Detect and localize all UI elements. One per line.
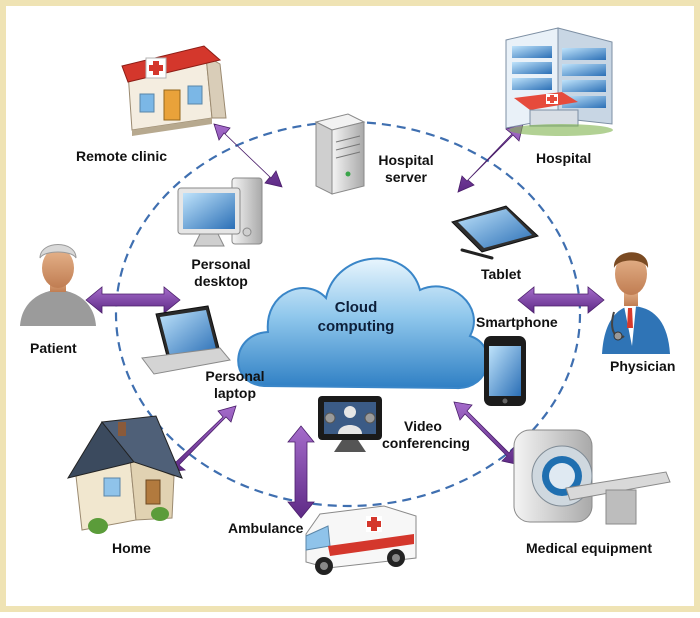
video-conferencing-icon (318, 396, 382, 452)
arrow-hospital (457, 123, 524, 193)
personal-desktop-line1: Personal (191, 256, 251, 272)
hospital-server-line2: server (384, 169, 428, 185)
patient-icon (20, 244, 96, 326)
diagram-canvas (20, 27, 671, 575)
personal-desktop-line2: desktop (194, 273, 248, 289)
network-ring (114, 120, 582, 508)
physician-icon (602, 252, 670, 354)
ambulance-icon (305, 505, 417, 575)
cloud-icon (237, 257, 489, 390)
arrow-patient (85, 286, 181, 314)
personal-desktop-label: Personal desktop (186, 256, 256, 290)
arrow-home (165, 405, 237, 473)
tablet-icon (451, 205, 539, 260)
patient-label: Patient (30, 340, 77, 356)
smartphone-label: Smartphone (476, 314, 558, 330)
remote-clinic-label: Remote clinic (76, 148, 168, 164)
video-conferencing-line1: Video (404, 418, 442, 434)
hospital-server-icon (314, 113, 366, 195)
home-icon (66, 415, 183, 534)
video-conferencing-label: Video conferencing (382, 418, 478, 452)
hospital-icon (505, 27, 613, 136)
personal-laptop-label: Personal laptop (202, 368, 268, 402)
hospital-server-label: Hospital server (372, 152, 440, 186)
hospital-label: Hospital (536, 150, 592, 166)
arrow-ambulance (287, 425, 315, 519)
medical-equipment-label: Medical equipment (526, 540, 653, 556)
cloud-label-line2: computing (317, 318, 395, 335)
smartphone-icon (484, 336, 526, 406)
remote-clinic-icon (121, 45, 227, 136)
physician-label: Physician (610, 358, 676, 374)
personal-laptop-icon (141, 305, 231, 375)
medical-equipment-icon (513, 429, 671, 525)
tablet-label: Tablet (481, 266, 522, 282)
cloud-label-line1: Cloud (334, 299, 378, 316)
arrow-physician (517, 286, 605, 314)
hospital-server-line1: Hospital (378, 152, 434, 168)
ambulance-label: Ambulance (228, 520, 304, 536)
cloud-computing-label: Cloud computing (306, 298, 406, 336)
video-conferencing-line2: conferencing (382, 435, 470, 451)
arrow-remote-clinic (213, 123, 283, 188)
personal-laptop-line1: Personal (205, 368, 265, 384)
home-label: Home (112, 540, 151, 556)
personal-laptop-line2: laptop (214, 385, 256, 401)
personal-desktop-icon (177, 177, 263, 247)
